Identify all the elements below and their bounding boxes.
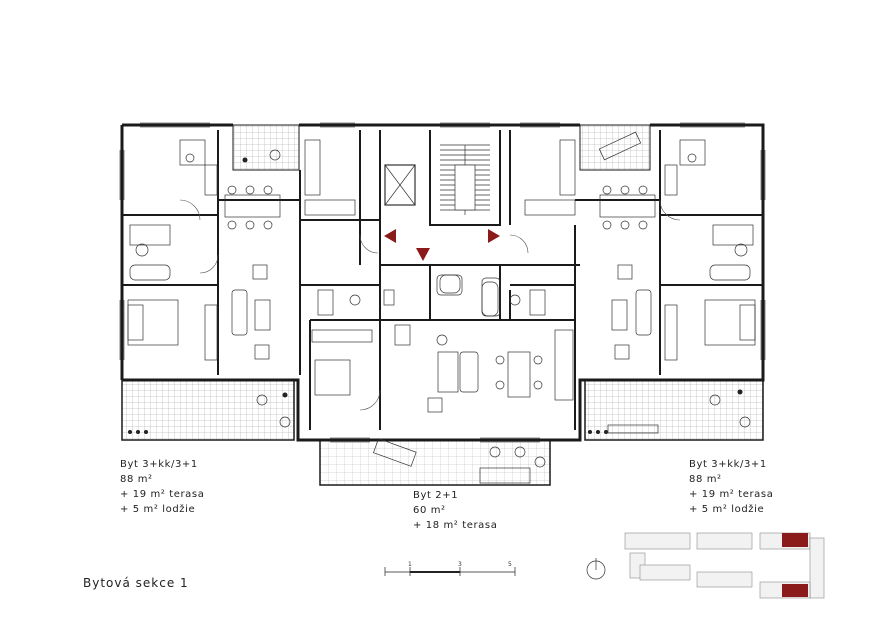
unit-label-left: Byt 3+kk/3+1 88 m² + 19 m² terasa + 5 m²… [120,457,204,517]
furniture-right [524,131,756,434]
plants [128,157,743,434]
unit-type: Byt 2+1 [413,490,459,501]
terrace-center [319,439,551,486]
unit-terrace: + 18 m² terasa [413,520,498,531]
unit-terrace: + 19 m² terasa [120,489,205,500]
unit-terrace: + 19 m² terasa [689,489,774,500]
windows [119,122,766,443]
scale-tick-label: 3 [458,561,462,568]
bathroom-fixtures [317,274,546,317]
unit-area: 60 m² [413,505,446,516]
doors [179,199,681,411]
entrance-arrow-icon [384,229,500,261]
unit-label-right: Byt 3+kk/3+1 88 m² + 19 m² terasa + 5 m²… [689,457,773,517]
furniture-left [127,139,373,428]
exterior-walls [120,123,765,442]
unit-loggia: + 5 m² lodžie [120,504,196,515]
scale-tick-label: 5 [508,561,512,568]
key-plan-map [624,532,825,599]
scale-bar [384,567,516,576]
staircase [384,144,490,215]
scale-tick-label: 1 [408,561,412,568]
terrace-left [121,124,300,441]
unit-label-center: Byt 2+1 60 m² + 18 m² terasa [413,488,497,533]
unit-type: Byt 3+kk/3+1 [689,459,767,470]
section-title: Bytová sekce 1 [83,576,189,590]
unit-type: Byt 3+kk/3+1 [120,459,198,470]
terrace-right [579,124,764,441]
unit-area: 88 m² [120,474,153,485]
unit-area: 88 m² [689,474,722,485]
north-arrow-icon [586,558,606,580]
unit-loggia: + 5 m² lodžie [689,504,765,515]
interior-walls [122,130,763,430]
